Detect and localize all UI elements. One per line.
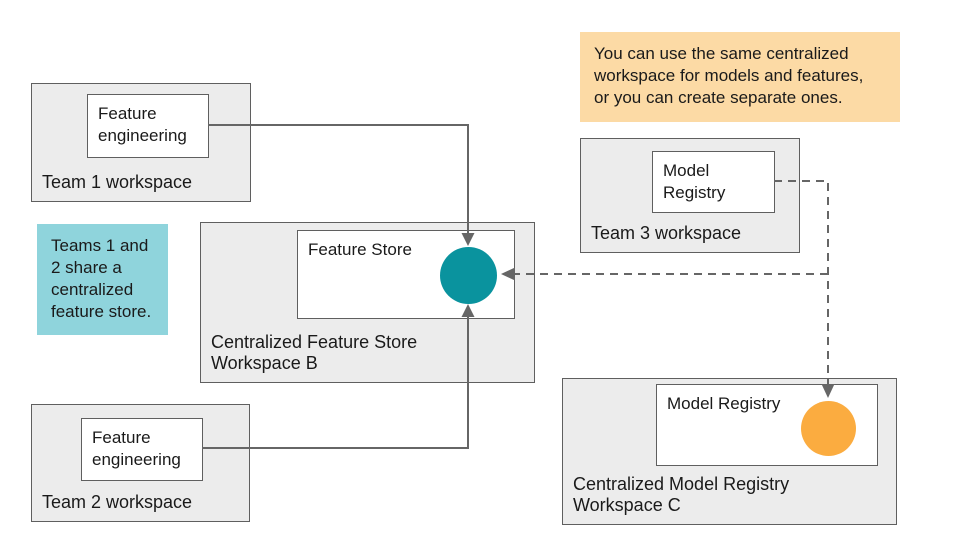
arrowhead-up-feature-store-icon — [461, 304, 475, 317]
team1-workspace-box: Feature engineering Team 1 workspace — [31, 83, 251, 202]
arrowhead-down-feature-store-icon — [461, 233, 475, 246]
team3-model-registry-box: Model Registry — [652, 151, 775, 213]
model-registry-label: Model Registry — [667, 394, 781, 413]
team2-workspace-box: Feature engineering Team 2 workspace — [31, 404, 250, 522]
arrowhead-down-model-registry-icon — [821, 384, 835, 398]
workspace-c-label: Centralized Model Registry Workspace C — [573, 474, 790, 515]
connector-team1-to-feature-store — [208, 124, 469, 233]
team1-workspace-label: Team 1 workspace — [42, 172, 193, 192]
team1-feature-engineering-label: Feature engineering — [98, 104, 187, 145]
model-registry-circle — [801, 401, 856, 456]
team2-workspace-label: Team 2 workspace — [42, 492, 193, 512]
team2-feature-engineering-label: Feature engineering — [92, 428, 181, 469]
shared-store-note: Teams 1 and 2 share a centralized featur… — [37, 224, 168, 335]
feature-store-label: Feature Store — [308, 240, 412, 259]
team3-workspace-label: Team 3 workspace — [591, 223, 742, 243]
team1-feature-engineering-box: Feature engineering — [87, 94, 209, 158]
models-features-note: You can use the same centralized workspa… — [580, 32, 900, 122]
team2-feature-engineering-box: Feature engineering — [81, 418, 203, 481]
connector-team3-to-model-registry — [774, 180, 829, 384]
team3-model-registry-label: Model Registry — [663, 161, 726, 202]
workspace-b-label: Centralized Feature Store Workspace B — [211, 332, 418, 373]
feature-store-circle — [440, 247, 497, 304]
connector-team2-to-feature-store — [202, 317, 469, 449]
team3-workspace-box: Model Registry Team 3 workspace — [580, 138, 800, 253]
arrowhead-left-feature-store-icon — [501, 267, 515, 281]
